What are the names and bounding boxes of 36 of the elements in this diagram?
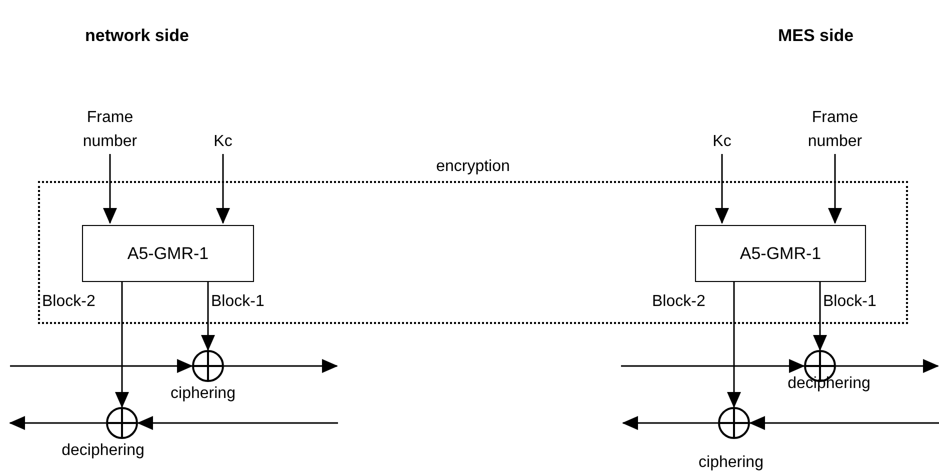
input-label: Kc <box>702 130 742 154</box>
arrow <box>9 416 106 430</box>
input-label: Frame number <box>78 106 142 154</box>
arrow <box>115 280 129 408</box>
arrow <box>828 154 842 224</box>
arrow <box>137 416 338 430</box>
side-heading: MES side <box>778 26 854 46</box>
arrow <box>224 359 338 373</box>
xor-symbol <box>718 407 750 439</box>
xor-symbol <box>106 407 138 439</box>
arrow <box>10 359 193 373</box>
xor-symbol <box>192 350 224 382</box>
operation-label: ciphering <box>698 454 764 472</box>
process-box: A5-GMR-1 <box>82 225 254 282</box>
arrow <box>216 154 230 224</box>
operation-label: ciphering <box>170 385 236 403</box>
group-title: encryption <box>435 158 511 176</box>
arrow <box>622 416 718 430</box>
arrow <box>201 280 215 351</box>
side-heading: network side <box>85 26 189 46</box>
process-box: A5-GMR-1 <box>695 225 866 282</box>
edge-label: Block-1 <box>211 293 264 311</box>
edge-label: Block-2 <box>652 293 706 311</box>
operation-label: deciphering <box>788 375 870 393</box>
arrow <box>813 280 827 351</box>
arrow <box>836 359 939 373</box>
arrow <box>103 154 117 224</box>
arrow <box>749 416 939 430</box>
input-label: Frame number <box>803 106 867 154</box>
edge-label: Block-2 <box>42 293 96 311</box>
arrow <box>621 359 805 373</box>
edge-label: Block-1 <box>823 293 876 311</box>
arrow <box>727 280 741 408</box>
arrow <box>715 154 729 224</box>
operation-label: deciphering <box>62 442 144 460</box>
input-label: Kc <box>203 130 243 154</box>
